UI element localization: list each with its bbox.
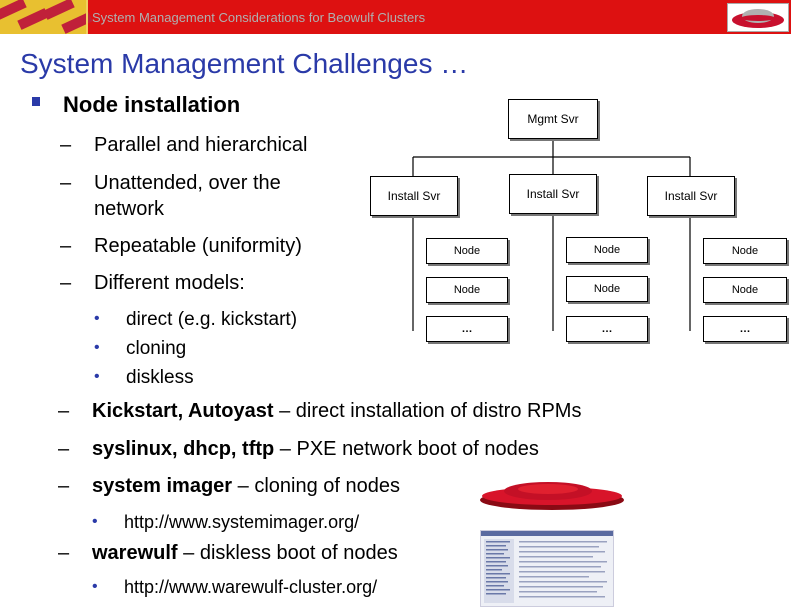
node-box: Node [566, 276, 648, 302]
url-warewulf[interactable]: http://www.warewulf-cluster.org/ [124, 577, 378, 597]
node-label: Node [593, 283, 621, 295]
warewulf-screenshot-thumbnail [480, 530, 614, 607]
more-nodes-label: … [739, 323, 751, 335]
redhat-image [480, 482, 624, 510]
tool-name: Kickstart, Autoyast [92, 400, 274, 422]
square-bullet-icon [32, 97, 40, 106]
tool-name: warewulf [92, 542, 178, 564]
redhat-logo [727, 3, 789, 32]
bullet-dot-icon: • [94, 368, 100, 385]
tool-item-systemimager: system imager – cloning of nodes [92, 475, 400, 498]
dash-item-models: Different models: [94, 272, 245, 294]
mgmt-server-box: Mgmt Svr [508, 99, 598, 139]
dash-icon: – [60, 172, 72, 194]
node-box: Node [703, 238, 787, 264]
install-server-label: Install Svr [526, 187, 580, 201]
slide-title: System Management Challenges … [20, 48, 469, 79]
model-item-cloning: cloning [126, 338, 187, 359]
dash-item-unattended-cont: network [94, 198, 165, 220]
node-label: Node [731, 245, 759, 257]
tool-item-pxe: syslinux, dhcp, tftp – PXE network boot … [92, 438, 539, 461]
install-server-box: Install Svr [647, 176, 735, 216]
tool-desc: – PXE network boot of nodes [274, 438, 539, 460]
banner-logo-graphic [0, 0, 93, 34]
url-systemimager[interactable]: http://www.systemimager.org/ [124, 512, 360, 532]
dash-icon: – [60, 272, 72, 294]
node-box: Node [566, 237, 648, 263]
model-item-diskless: diskless [126, 367, 194, 388]
banner-divider [86, 0, 88, 34]
install-server-label: Install Svr [664, 189, 718, 203]
bullet-dot-icon: • [94, 310, 100, 327]
main-bullet-text: Node installation [63, 92, 241, 117]
node-label: Node [731, 284, 759, 296]
tool-desc: – diskless boot of nodes [177, 542, 398, 564]
more-nodes-box: … [703, 316, 787, 342]
dash-icon: – [60, 134, 72, 156]
bullet-dot-icon: • [94, 339, 100, 356]
tool-name: system imager [92, 475, 233, 497]
node-label: Node [593, 244, 621, 256]
dash-item-parallel: Parallel and hierarchical [94, 134, 308, 156]
more-nodes-label: … [601, 323, 613, 335]
dash-icon: – [58, 400, 70, 422]
tool-item-kickstart: Kickstart, Autoyast – direct installatio… [92, 400, 581, 423]
node-label: Node [453, 284, 481, 296]
bullet-dot-icon: • [92, 513, 98, 530]
mgmt-server-label: Mgmt Svr [527, 112, 579, 126]
install-server-label: Install Svr [387, 189, 441, 203]
more-nodes-box: … [426, 316, 508, 342]
install-server-box: Install Svr [509, 174, 597, 214]
dash-icon: – [58, 542, 70, 564]
more-nodes-box: … [566, 316, 648, 342]
dash-item-unattended: Unattended, over the [94, 172, 281, 194]
dash-item-repeatable: Repeatable (uniformity) [94, 235, 302, 257]
tool-desc: – cloning of nodes [232, 475, 400, 497]
node-label: Node [453, 245, 481, 257]
tool-name: syslinux, dhcp, tftp [92, 438, 275, 460]
install-server-box: Install Svr [370, 176, 458, 216]
model-item-direct: direct (e.g. kickstart) [126, 309, 298, 330]
header-banner: System Management Considerations for Beo… [0, 0, 791, 34]
dash-icon: – [58, 438, 70, 460]
banner-title: System Management Considerations for Beo… [92, 10, 426, 25]
node-box: Node [426, 277, 508, 303]
node-box: Node [426, 238, 508, 264]
more-nodes-label: … [461, 323, 473, 335]
dash-icon: – [58, 475, 70, 497]
bullet-dot-icon: • [92, 578, 98, 595]
dash-icon: – [60, 235, 72, 257]
tool-desc: – direct installation of distro RPMs [273, 400, 582, 422]
tool-item-warewulf: warewulf – diskless boot of nodes [92, 542, 398, 565]
node-box: Node [703, 277, 787, 303]
